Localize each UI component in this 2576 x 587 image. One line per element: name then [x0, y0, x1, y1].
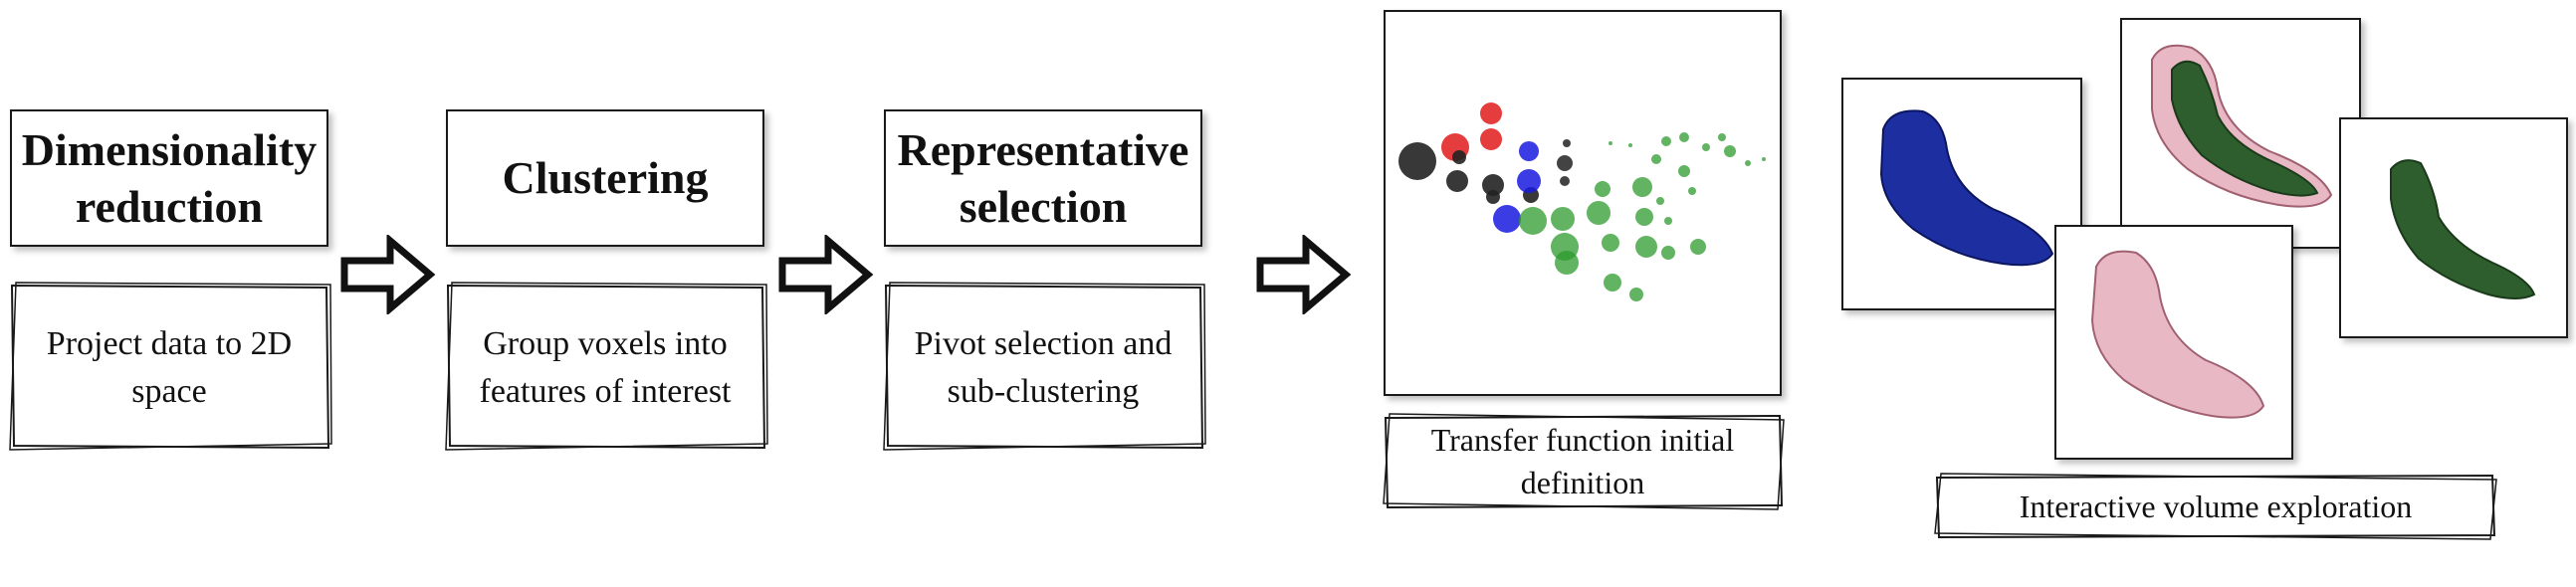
cluster-point [1519, 207, 1547, 235]
render-panel-green [2339, 117, 2568, 338]
cluster-point [1551, 207, 1575, 231]
cluster-point [1493, 205, 1521, 233]
cluster-scatter [1398, 102, 1766, 301]
cluster-point [1555, 251, 1579, 275]
cluster-point [1587, 201, 1610, 225]
cluster-point [1635, 236, 1657, 258]
cluster-point [1724, 145, 1736, 157]
cluster-point [1563, 139, 1571, 147]
cluster-point [1628, 143, 1632, 147]
foot-render-icon [2090, 250, 2265, 419]
right-arrow-icon [340, 235, 436, 314]
foot-render-icon [2151, 44, 2333, 208]
cluster-point [1446, 170, 1468, 192]
cluster-point [1604, 274, 1621, 292]
cluster-point [1609, 141, 1612, 145]
cluster-point [1398, 142, 1436, 180]
step-description-2: Group voxels into features of interest [479, 325, 732, 410]
step-description-1: Project data to 2D space [46, 325, 293, 410]
cluster-point [1656, 197, 1664, 205]
cluster-point [1480, 102, 1502, 124]
foot-render-icon [1879, 109, 2054, 267]
cluster-point [1632, 177, 1652, 197]
render-panel-blue [1841, 78, 2082, 310]
cluster-point [1651, 154, 1661, 164]
step-title-dimensionality-reduction: Dimensionality reduction [10, 109, 328, 247]
cluster-point [1517, 169, 1541, 193]
right-arrow-icon [1256, 235, 1352, 314]
step-title-representative-selection: Representative selection [884, 109, 1202, 247]
render-panel-pink-green [2120, 18, 2361, 249]
cluster-point [1635, 208, 1653, 226]
right-arrow-icon [778, 235, 874, 314]
cluster-point [1629, 288, 1643, 301]
step-title-text: Representative selection [897, 123, 1189, 233]
cluster-point [1480, 128, 1502, 150]
cluster-point [1664, 217, 1672, 225]
cluster-point [1690, 239, 1706, 255]
step-title-clustering: Clustering [446, 109, 764, 247]
cluster-point [1718, 133, 1726, 141]
cluster-point [1688, 187, 1696, 195]
cluster-point [1702, 143, 1710, 151]
cluster-point [1486, 190, 1500, 204]
cluster-point [1602, 234, 1619, 252]
step-title-text: Clustering [502, 152, 709, 204]
cluster-point [1661, 246, 1675, 260]
cluster-point [1762, 157, 1766, 161]
transfer-function-caption: Transfer function initial definition [1430, 421, 1735, 500]
cluster-point [1745, 160, 1751, 166]
step-description-3: Pivot selection and sub-clustering [914, 325, 1173, 410]
cluster-point [1661, 136, 1671, 146]
cluster-point [1595, 181, 1610, 197]
cluster-point [1452, 150, 1466, 164]
cluster-point [1560, 176, 1570, 186]
cluster-point [1679, 132, 1689, 142]
foot-render-icon [2390, 159, 2536, 299]
cluster-point [1482, 174, 1504, 196]
transfer-function-panel [1384, 10, 1782, 396]
cluster-point [1678, 165, 1690, 177]
render-panel-pink [2054, 225, 2293, 460]
cluster-point [1557, 155, 1573, 171]
cluster-point [1519, 141, 1539, 161]
step-title-text: Dimensionality reduction [21, 123, 318, 233]
exploration-caption: Interactive volume exploration [2019, 488, 2413, 524]
